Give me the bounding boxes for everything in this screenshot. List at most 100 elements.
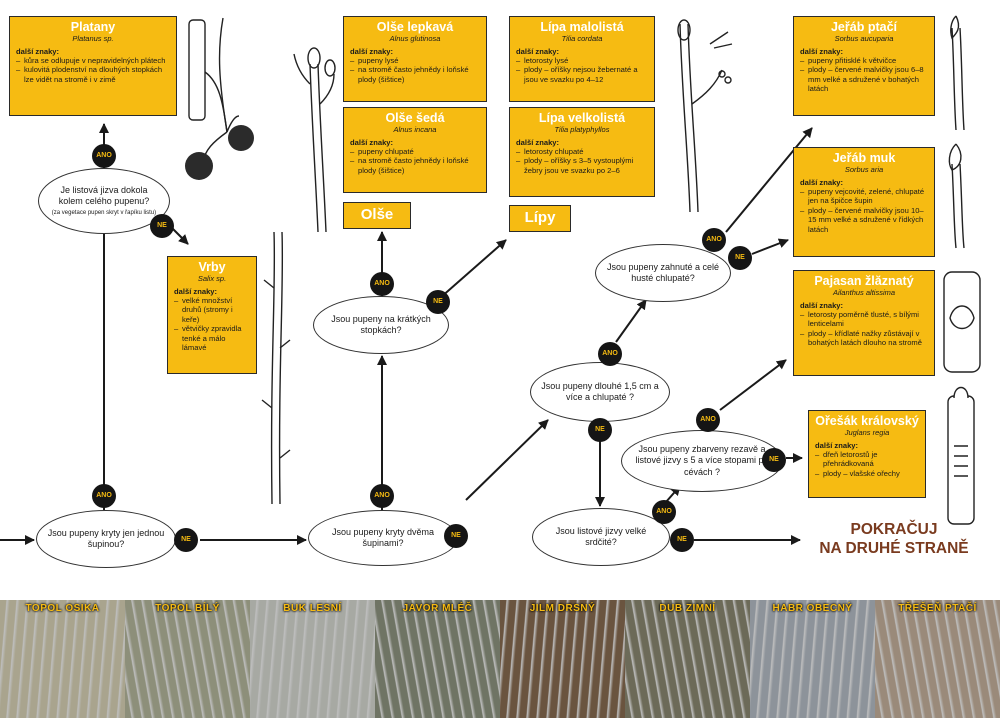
- bark-tile: DUB ZIMNÍ: [625, 600, 750, 718]
- no-badge: NE: [670, 528, 694, 552]
- species-latin: Tilia cordata: [561, 34, 603, 44]
- trait-item: plody – vlašské ořechy: [815, 469, 919, 479]
- species-title: Ořešák královský: [815, 414, 919, 428]
- species-box-platany: Platany Platanus sp. další znaky: kůra s…: [9, 16, 177, 116]
- no-badge: NE: [728, 246, 752, 270]
- yes-badge: ANO: [370, 272, 394, 296]
- species-title: Platany: [70, 20, 116, 34]
- question-zahnute: Jsou pupeny zahnuté a celé husté chlupat…: [595, 244, 731, 302]
- question-text: Jsou pupeny kryty jen jednou šupinou?: [47, 527, 165, 549]
- no-badge: NE: [426, 290, 450, 314]
- extra-traits-label: další znaky:: [516, 46, 560, 56]
- species-box-vrby: Vrby Salix sp. další znaky: velké množst…: [167, 256, 257, 374]
- extra-traits-label: další znaky:: [800, 300, 844, 310]
- species-latin: Sorbus aria: [844, 165, 884, 175]
- species-box-lipa-velkolista: Lípa velkolistá Tilia platyphyllos další…: [509, 107, 655, 197]
- alnus-twig-illustration: [293, 47, 336, 233]
- trait-item: pupeny chlupaté: [350, 147, 480, 157]
- species-box-oresak: Ořešák královský Juglans regia další zna…: [808, 410, 926, 498]
- trait-item: na stromě často jehnědy i loňské plody (…: [350, 156, 480, 175]
- question-text: Je listová jizva dokola kolem celého pup…: [58, 185, 150, 207]
- trait-item: pupeny vejcovité, zelené, chlupaté jen n…: [800, 187, 928, 206]
- species-box-jerab-muk: Jeřáb muk Sorbus aria další znaky: pupen…: [793, 147, 935, 257]
- question-listove-jizvy-srdcite: Jsou listové jizvy velké srdčité?: [532, 508, 670, 566]
- question-text: Jsou pupeny dlouhé 1,5 cm a více a chlup…: [541, 380, 659, 402]
- bark-tile: TOPOL BÍLÝ: [125, 600, 250, 718]
- no-badge: NE: [762, 448, 786, 472]
- salix-twig-illustration: [261, 231, 291, 505]
- question-text: Jsou pupeny kryty dvěma šupinami?: [331, 526, 435, 548]
- bark-tile: BUK LESNÍ: [250, 600, 375, 718]
- species-title: Lípa malolistá: [540, 20, 624, 34]
- no-badge: NE: [174, 528, 198, 552]
- species-box-olse-seda: Olše šedá Alnus incana další znaky: pupe…: [343, 107, 487, 193]
- ailanthus-twig-illustration: [943, 271, 981, 373]
- no-badge: NE: [444, 524, 468, 548]
- question-note: (za vegetace pupen skryt v řapíku listu): [51, 209, 157, 216]
- bark-tile: HABR OBECNÝ: [750, 600, 875, 718]
- species-title: Jeřáb muk: [832, 151, 896, 165]
- trait-item: pupeny lysé: [350, 56, 480, 66]
- extra-traits-label: další znaky:: [800, 46, 844, 56]
- species-title: Olše šedá: [385, 111, 445, 125]
- yes-badge: ANO: [702, 228, 726, 252]
- genus-box-olse: Olše: [343, 202, 411, 229]
- platanus-twig-illustration: [185, 17, 254, 180]
- question-text: Jsou listové jizvy velké srdčité?: [555, 525, 647, 547]
- bark-tile: TŘEŠEŇ PTAČÍ: [875, 600, 1000, 718]
- trait-item: na stromě často jehnědy i loňské plody (…: [350, 65, 480, 84]
- continue-note: POKRAČUJ NA DRUHÉ STRANĚ: [794, 520, 994, 558]
- bark-strip: TOPOL OSIKA TOPOL BÍLÝ BUK LESNÍ JAVOR MLÉČ…: [0, 600, 1000, 718]
- bark-tile-label: JAVOR MLÉČ: [402, 603, 473, 614]
- bark-tile-label: BUK LESNÍ: [283, 603, 342, 614]
- species-box-pajasan: Pajasan žlăznatý Ailanthus altissima dal…: [793, 270, 935, 376]
- trait-item: dřeň letorostů je přehrádkovaná: [815, 450, 919, 469]
- species-latin: Tilia platyphyllos: [554, 125, 610, 135]
- species-title: Vrby: [198, 260, 226, 274]
- species-latin: Juglans regia: [844, 428, 890, 438]
- extra-traits-label: další znaky:: [516, 137, 560, 147]
- species-title: Jeřáb ptačí: [830, 20, 897, 34]
- question-dlouhe-chlupate: Jsou pupeny dlouhé 1,5 cm a více a chlup…: [530, 362, 670, 422]
- species-box-olse-lepkava: Olše lepkavá Alnus glutinosa další znaky…: [343, 16, 487, 102]
- trait-item: větvičky zpravidla tenké a málo lámavé: [174, 324, 250, 352]
- species-latin: Sorbus aucuparia: [834, 34, 894, 44]
- continue-line-2: NA DRUHÉ STRANĚ: [819, 540, 969, 557]
- trait-item: letorosty poměrně tlusté, s bílými lenti…: [800, 310, 928, 329]
- species-latin: Platanus sp.: [72, 34, 114, 44]
- species-title: Lípa velkolistá: [538, 111, 626, 125]
- species-title: Pajasan žlăznatý: [814, 274, 914, 288]
- trait-item: letorosty lysé: [516, 56, 648, 66]
- bark-tile-label: TOPOL OSIKA: [25, 603, 100, 614]
- yes-badge: ANO: [652, 500, 676, 524]
- species-latin: Ailanthus altissima: [832, 288, 896, 298]
- yes-badge: ANO: [696, 408, 720, 432]
- trait-item: plody – červené malvičky jsou 6–8 mm vel…: [800, 65, 928, 93]
- bark-tile-label: HABR OBECNÝ: [772, 603, 853, 614]
- trait-item: pupeny přitisklé k větvičce: [800, 56, 928, 66]
- sorbus-aucuparia-twig-illustration: [950, 15, 965, 131]
- species-latin: Salix sp.: [197, 274, 227, 284]
- extra-traits-label: další znaky:: [350, 137, 394, 147]
- bark-tile-label: JILM DRSNÝ: [529, 603, 596, 614]
- species-latin: Alnus incana: [393, 125, 437, 135]
- question-start: Jsou pupeny kryty jen jednou šupinou?: [36, 510, 176, 568]
- sorbus-aria-twig-illustration: [948, 143, 965, 249]
- yes-badge: ANO: [92, 144, 116, 168]
- no-badge: NE: [150, 214, 174, 238]
- bark-tile-label: TOPOL BÍLÝ: [155, 603, 220, 614]
- trait-item: kulovitá plodenství na dlouhých stopkách…: [16, 65, 170, 84]
- question-text: Jsou pupeny zahnuté a celé husté chlupat…: [606, 261, 720, 283]
- extra-traits-label: další znaky:: [800, 177, 844, 187]
- question-text: Jsou pupeny na krátkých stopkách?: [331, 313, 431, 335]
- extra-traits-label: další znaky:: [174, 286, 218, 296]
- trait-item: plody – oříšky nejsou žebernaté a jsou v…: [516, 65, 648, 84]
- question-zbarveny-rezave: Jsou pupeny zbarveny rezavě a listové ji…: [621, 430, 783, 492]
- trait-item: plody – oříšky s 3–5 vystouplými žebry j…: [516, 156, 648, 175]
- bark-tile-label: TŘEŠEŇ PTAČÍ: [898, 603, 977, 614]
- extra-traits-label: další znaky:: [350, 46, 394, 56]
- genus-box-lipy: Lípy: [509, 205, 571, 232]
- bark-tile: JILM DRSNÝ: [500, 600, 625, 718]
- species-latin: Alnus glutinosa: [389, 34, 441, 44]
